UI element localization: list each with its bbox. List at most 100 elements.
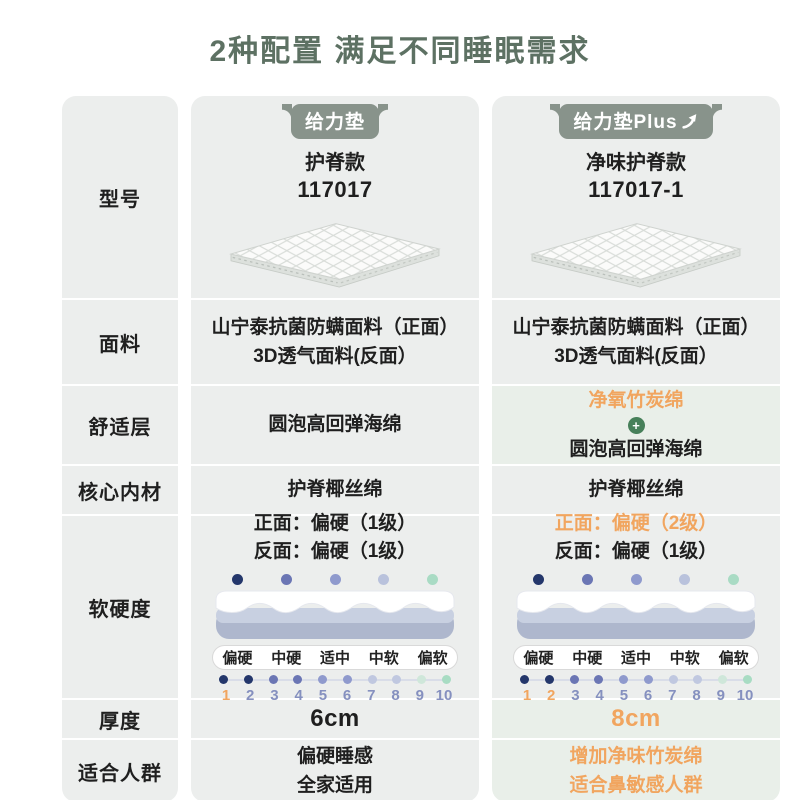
- comfort-cell-plus: 净氧竹炭绵 + 圆泡高回弹海绵: [492, 386, 780, 464]
- suitable-cell-standard: 偏硬睡感 全家适用: [191, 740, 479, 800]
- row-label-core: 核心内材: [62, 466, 178, 514]
- firmness-scale-dot: [544, 675, 554, 685]
- row-label-fabric: 面料: [62, 300, 178, 384]
- firmness-scale-dot: [392, 675, 402, 685]
- firmness-label: 偏硬: [523, 650, 554, 668]
- comfort-material-added: 净氧竹炭绵: [588, 390, 684, 412]
- firmness-scale-number: 1: [522, 687, 532, 705]
- firmness-scale-dot: [520, 675, 529, 685]
- plus-icon: +: [627, 416, 645, 434]
- firmness-level-dot: [378, 574, 390, 586]
- firmness-scale-dot: [693, 675, 703, 685]
- firmness-scale-dot: [643, 675, 653, 685]
- firmness-label-pill: 偏硬中硬适中中软偏软: [212, 645, 458, 671]
- suitable-line-2: 全家适用: [296, 775, 373, 796]
- badge-label: 给力垫: [304, 112, 365, 133]
- firmness-scale-number: 5: [318, 687, 328, 705]
- firmness-label-pill: 偏硬中硬适中中软偏软: [513, 645, 759, 671]
- thickness-cell-standard: 6cm: [191, 700, 479, 738]
- suitable-line-2: 适合鼻敏感人群: [569, 775, 703, 796]
- firmness-scale-dot: [619, 675, 629, 685]
- model-number: 117017: [297, 177, 373, 202]
- model-number: 117017-1: [588, 177, 684, 202]
- suitable-cell-plus: 增加净味竹炭绵 适合鼻敏感人群: [492, 740, 780, 800]
- firmness-scale-number: 2: [246, 687, 255, 705]
- row-label-model: 型号: [62, 96, 178, 298]
- firmness-level-dot: [232, 574, 243, 586]
- core-material: 护脊椰丝绵: [287, 479, 383, 501]
- mattress-layers-icon: [215, 590, 455, 640]
- firmness-label: 偏硬: [222, 650, 253, 668]
- firmness-scale-dot: [742, 675, 752, 685]
- firmness-level-dot: [427, 574, 438, 586]
- firmness-scale-number: 8: [692, 687, 701, 705]
- firmness-level-dot: [581, 574, 593, 586]
- firmness-scale-number: 3: [571, 687, 580, 705]
- firmness-level-dot: [679, 574, 691, 586]
- firmness-level-dot: [728, 574, 739, 586]
- row-label-thickness: 厚度: [62, 700, 178, 738]
- mattress-layers-icon: [516, 590, 756, 640]
- fabric-cell-standard: 山宁泰抗菌防螨面料（正面） 3D透气面料(反面）: [191, 300, 479, 384]
- fabric-front: 山宁泰抗菌防螨面料（正面）: [211, 316, 459, 338]
- mattress-image: [530, 223, 742, 288]
- firmness-scale-dot: [668, 675, 678, 685]
- firmness-scale-dot: [569, 675, 579, 685]
- firmness-scale-dot: [293, 675, 303, 685]
- firmness-scale-number: 9: [415, 687, 424, 705]
- thickness-value: 6cm: [310, 705, 360, 732]
- firmness-scale-number: 10: [736, 687, 754, 705]
- firmness-dot-row: [520, 675, 752, 685]
- comfort-cell-standard: 圆泡高回弹海绵: [191, 386, 479, 464]
- page-title: 2种配置 满足不同睡眠需求: [209, 35, 591, 68]
- fabric-cell-plus: 山宁泰抗菌防螨面料（正面） 3D透气面料(反面）: [492, 300, 780, 384]
- firmness-label: 适中: [620, 650, 651, 668]
- fabric-front: 山宁泰抗菌防螨面料（正面）: [512, 316, 760, 338]
- product-badge-plus: 给力垫Plus: [550, 104, 722, 139]
- firmness-scale-number: 4: [294, 687, 303, 705]
- core-cell-standard: 护脊椰丝绵: [191, 466, 479, 514]
- firmness-scale-dot: [342, 675, 352, 685]
- firmness-scale-dot: [318, 675, 328, 685]
- firmness-scale-number: 8: [391, 687, 400, 705]
- badge-label: 给力垫Plus: [573, 112, 678, 133]
- row-label-firmness: 软硬度: [62, 516, 178, 698]
- firmness-label: 偏软: [417, 650, 448, 668]
- model-name: 净味护脊款: [586, 152, 686, 174]
- firmness-scale-number: 2: [547, 687, 556, 705]
- firmness-scale-dot: [219, 675, 228, 685]
- firmness-label: 中软: [368, 650, 399, 668]
- product-badge-standard: 给力垫: [281, 104, 389, 139]
- fabric-back: 3D透气面料(反面）: [253, 346, 417, 367]
- firmness-scale-number: 1: [221, 687, 231, 705]
- firmness-scale-number: 6: [643, 687, 653, 705]
- firmness-label: 中硬: [572, 650, 603, 668]
- firmness-scale-dot: [367, 675, 377, 685]
- core-material: 护脊椰丝绵: [588, 479, 684, 501]
- model-name: 护脊款: [305, 152, 365, 174]
- firmness-scale-dot: [441, 675, 451, 685]
- thickness-cell-plus: 8cm: [492, 700, 780, 738]
- firmness-front: 正面：偏硬（2级）: [554, 512, 718, 534]
- firmness-scale-number: 3: [270, 687, 279, 705]
- firmness-back: 反面：偏硬（1级）: [253, 540, 417, 562]
- core-cell-plus: 护脊椰丝绵: [492, 466, 780, 514]
- firmness-label: 中硬: [271, 650, 302, 668]
- comfort-material: 圆泡高回弹海绵: [569, 438, 703, 460]
- firmness-scale-number: 6: [342, 687, 352, 705]
- mattress-image: [229, 223, 441, 288]
- firmness-scale-dot: [594, 675, 604, 685]
- fabric-back: 3D透气面料(反面）: [554, 346, 718, 367]
- firmness-dot-row: [219, 675, 451, 685]
- firmness-level-dot: [280, 574, 292, 586]
- firmness-scale-dot: [268, 675, 278, 685]
- firmness-back: 反面：偏硬（1级）: [554, 540, 718, 562]
- firmness-top-dots: [232, 574, 438, 586]
- firmness-level-dot: [533, 574, 544, 586]
- firmness-scale-dot: [243, 675, 253, 685]
- firmness-scale-number: 4: [595, 687, 604, 705]
